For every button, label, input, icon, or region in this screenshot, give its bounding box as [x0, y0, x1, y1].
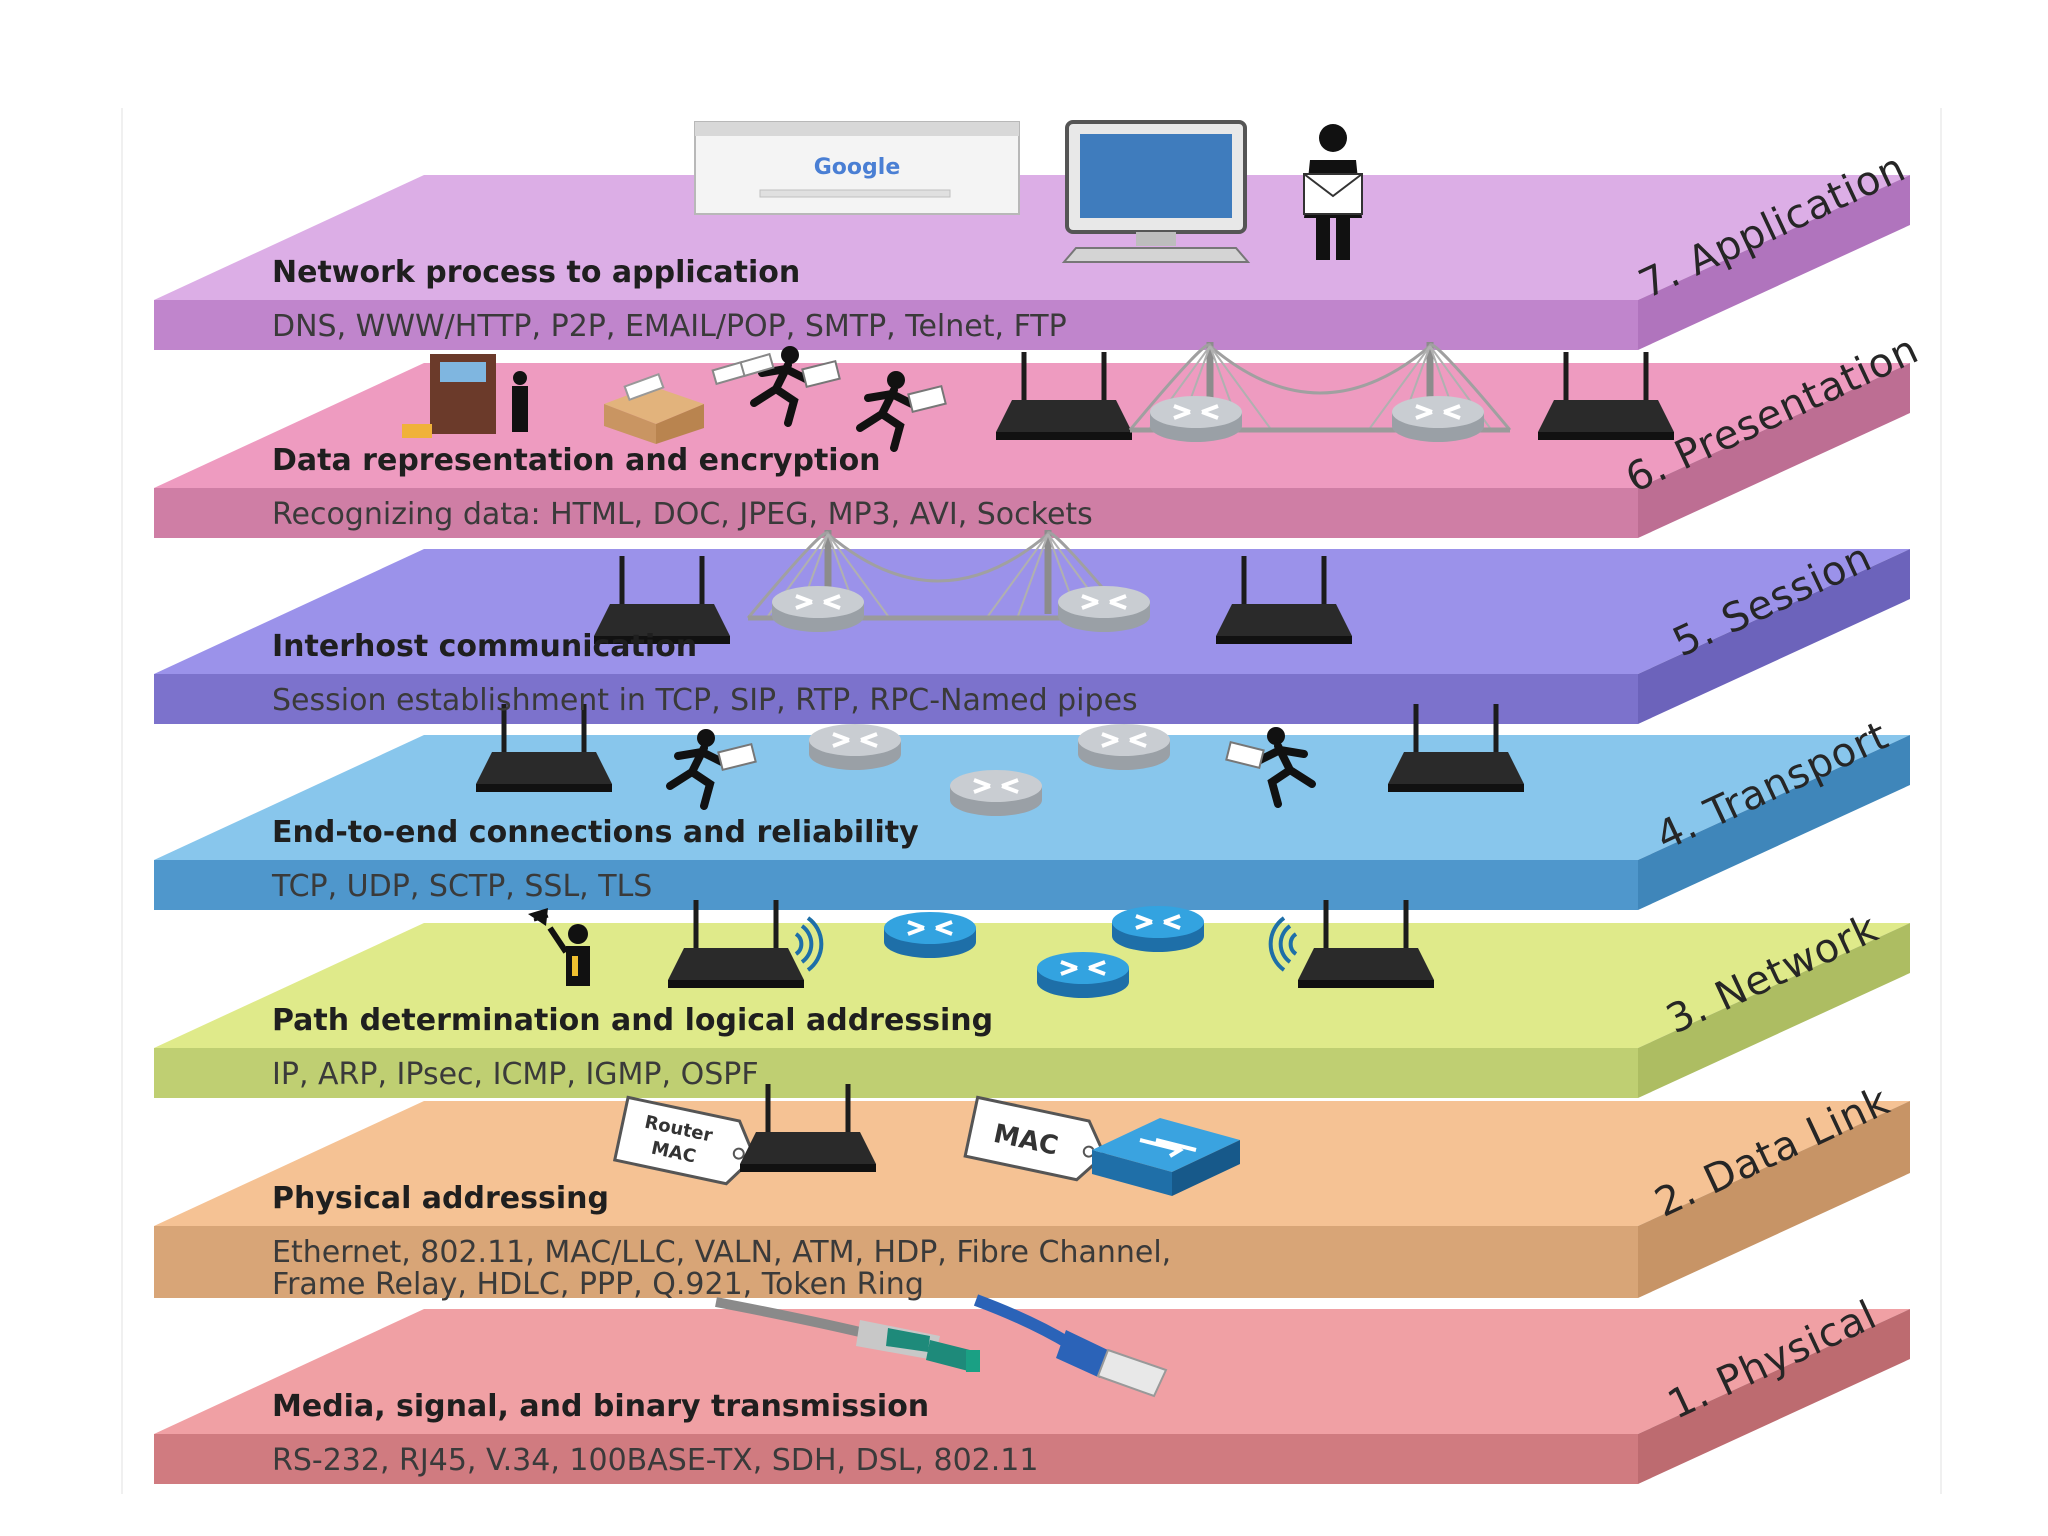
layer-front-face — [154, 488, 1638, 538]
layer-protocols: DNS, WWW/HTTP, P2P, EMAIL/POP, SMTP, Tel… — [272, 309, 1067, 344]
layer-side-face — [1638, 1309, 1910, 1484]
cisco-router-icon — [1056, 584, 1152, 634]
layer-top-face — [154, 1309, 1910, 1434]
layer-description: Data representation and encryption — [272, 443, 881, 478]
cisco-router-icon — [948, 768, 1044, 818]
layer-protocols: TCP, UDP, SCTP, SSL, TLS — [271, 869, 652, 904]
cisco-router-icon — [1148, 394, 1244, 444]
letters-icon — [711, 352, 775, 386]
layer-description: End-to-end connections and reliability — [272, 815, 919, 850]
layer-front-face — [154, 300, 1638, 350]
layer-protocols: Ethernet, 802.11, MAC/LLC, VALN, ATM, HD… — [272, 1235, 1171, 1270]
cisco-router-icon — [770, 584, 866, 634]
layer-protocols: IP, ARP, IPsec, ICMP, IGMP, OSPF — [272, 1057, 759, 1092]
layer-side-face — [1638, 735, 1910, 910]
cisco-router-icon — [1390, 394, 1486, 444]
layer-top-face — [154, 175, 1910, 300]
layer-front-face — [154, 674, 1638, 724]
layer-front-face — [154, 1434, 1638, 1484]
layer-description: Interhost communication — [272, 629, 697, 664]
browser-window-icon: Google — [694, 121, 1020, 215]
cisco-router-icon — [1110, 904, 1206, 954]
layer-description: Media, signal, and binary transmission — [272, 1389, 929, 1424]
mac-tag: MAC — [963, 1095, 1107, 1182]
osi-layer-1 — [154, 1309, 1910, 1484]
flag-person-icon — [528, 908, 590, 986]
layer-front-face — [154, 860, 1638, 910]
person-with-letter-icon — [1303, 124, 1363, 260]
cisco-router-icon — [807, 722, 903, 772]
browser-google-logo: Google — [814, 155, 901, 180]
layer-protocols: RS-232, RJ45, V.34, 100BASE-TX, SDH, DSL… — [272, 1443, 1038, 1478]
network-switch-icon — [1092, 1118, 1240, 1196]
layer-description: Path determination and logical addressin… — [272, 1003, 993, 1038]
layer-description: Physical addressing — [272, 1181, 609, 1216]
frame-right-line — [1940, 108, 1942, 1494]
layer-protocols: Session establishment in TCP, SIP, RTP, … — [272, 683, 1138, 718]
layer-top-face — [154, 923, 1910, 1048]
layer-protocols: Recognizing data: HTML, DOC, JPEG, MP3, … — [272, 497, 1093, 532]
layer-front-face — [154, 1048, 1638, 1098]
desktop-computer-icon — [1061, 120, 1251, 263]
layer-front-face — [154, 1226, 1638, 1298]
router-mac-tag: Router MAC — [612, 1095, 757, 1186]
fiber-cable-icon — [715, 1297, 980, 1372]
layer-side-face — [1638, 549, 1910, 724]
cisco-router-icon — [882, 910, 978, 960]
cisco-router-icon — [1035, 950, 1131, 1000]
layer-side-face — [1638, 923, 1910, 1098]
layer-side-face — [1638, 1101, 1910, 1298]
layer-side-face — [1638, 175, 1910, 350]
ethernet-cable-icon — [973, 1294, 1168, 1398]
layer-protocols: Frame Relay, HDLC, PPP, Q.921, Token Rin… — [272, 1267, 924, 1302]
frame-left-line — [121, 108, 123, 1494]
layer-description: Network process to application — [272, 255, 800, 290]
cisco-router-icon — [1076, 722, 1172, 772]
osi-layer-7 — [154, 175, 1910, 350]
atm-machine-icon — [402, 354, 528, 438]
osi-layer-5 — [154, 549, 1910, 724]
open-box-icon — [604, 372, 704, 444]
layer-side-face — [1638, 363, 1910, 538]
osi-layer-3 — [154, 923, 1910, 1098]
layer-top-face — [154, 549, 1910, 674]
